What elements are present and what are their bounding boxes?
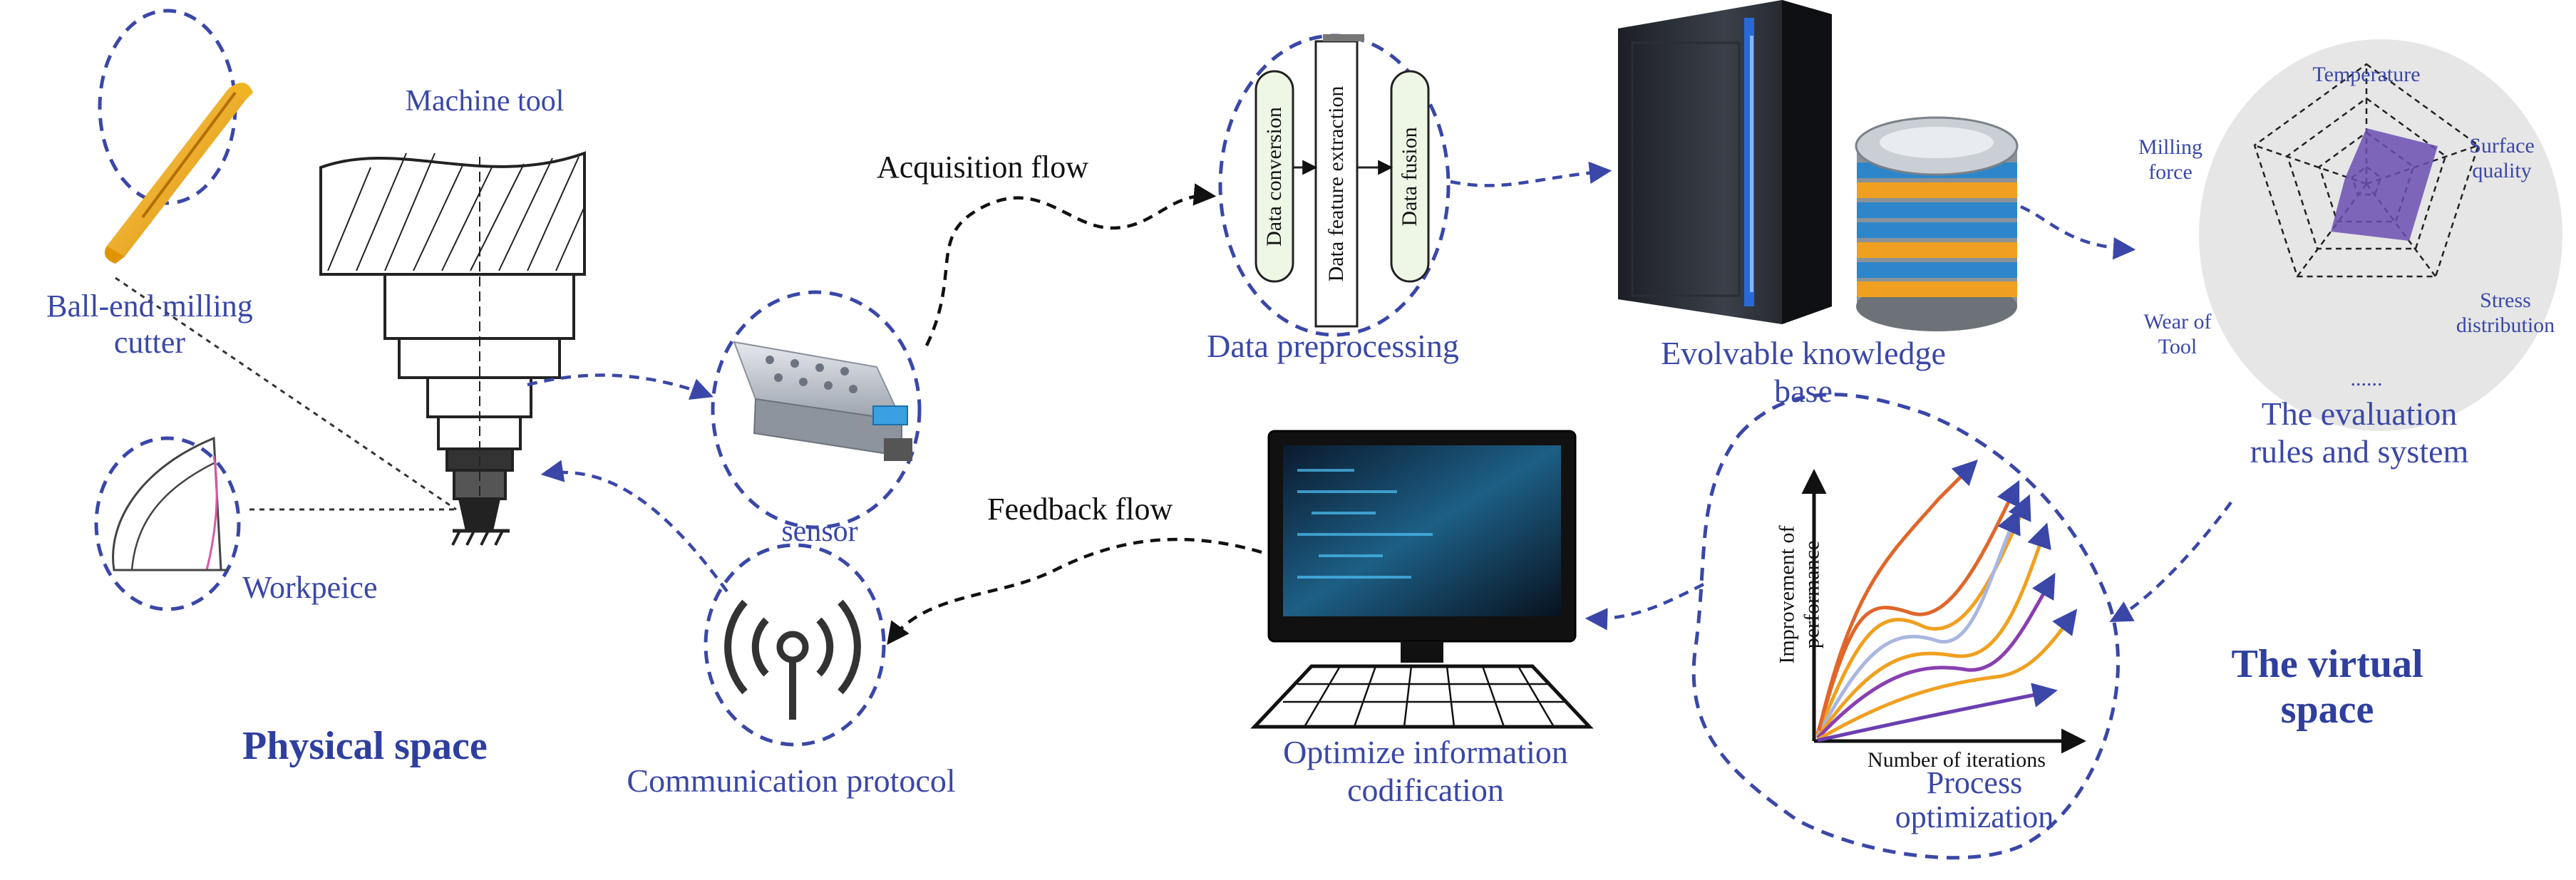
- feedback-flow-label: Feedback flow: [987, 492, 1173, 527]
- data-preprocessing-icon: Data conversion Data feature extraction …: [1218, 33, 1451, 337]
- data-conversion-text: Data conversion: [1262, 107, 1286, 247]
- data-fusion-box: [1390, 70, 1430, 283]
- antenna-icon: [704, 543, 886, 747]
- data-feature-box: [1314, 40, 1359, 328]
- optimize-info-label: Optimize information codification: [1283, 734, 1568, 808]
- feedback-flow-arrow: [887, 537, 1262, 646]
- evaluation-to-optimization-link: [2109, 501, 2232, 623]
- physical-space-label: Physical space: [242, 724, 488, 768]
- optimization-to-computer-link: [1585, 582, 1705, 631]
- ball-end-cutter-icon: [98, 9, 253, 264]
- workpiece-label: Workpeice: [242, 570, 378, 605]
- knowledge-base-label: Evolvable knowledge base: [1661, 335, 1946, 409]
- machine-to-sensor-link: [527, 373, 713, 400]
- machine-tool-label: Machine tool: [405, 85, 565, 118]
- cutter-leader-line: [115, 276, 457, 511]
- virtual-space-label: The virtual space: [2231, 642, 2423, 733]
- performance-chart-icon: [1691, 393, 2121, 860]
- radar-surface-quality-label: Surface quality: [2469, 134, 2535, 182]
- computer-monitor-icon: [1267, 430, 1577, 663]
- antenna-to-machine-link: [540, 460, 728, 593]
- radar-temperature-label: Temperature: [2312, 63, 2421, 86]
- communication-label: Communication protocol: [627, 762, 956, 799]
- preprocessing-to-knowledge-link: [1450, 161, 1612, 187]
- radar-more-label: ......: [2350, 367, 2383, 390]
- data-preprocessing-label: Data preprocessing: [1207, 328, 1459, 364]
- ball-end-cutter-label: Ball-end milling cutter: [46, 289, 253, 360]
- process-optimization-label: Process optimization: [1895, 765, 2054, 835]
- radar-stress-label: Stress distribution: [2456, 289, 2555, 337]
- database-icon: [1855, 116, 2019, 331]
- radar-milling-force-label: Milling force: [2138, 135, 2203, 184]
- radar-chart-icon: [2199, 39, 2562, 431]
- sensor-icon: [711, 290, 922, 529]
- acquisition-flow-label: Acquisition flow: [877, 150, 1088, 185]
- data-conversion-box: [1254, 70, 1294, 283]
- radar-wear-label: Wear of Tool: [2143, 310, 2212, 358]
- evaluation-label: The evaluation rules and system: [2250, 395, 2469, 470]
- sensor-label: sensor: [781, 515, 858, 548]
- machine-hatch: [327, 152, 585, 271]
- server-tower-icon: [1618, 0, 1832, 324]
- acquisition-flow-arrow: [924, 183, 1217, 346]
- keyboard-icon: [1250, 664, 1594, 729]
- data-fusion-text: Data fusion: [1398, 127, 1421, 226]
- chart-x-axis-label: Number of iterations: [1867, 748, 2046, 772]
- workpiece-icon: [94, 436, 241, 611]
- data-feature-extraction-text: Data feature extraction: [1324, 86, 1348, 282]
- chart-y-axis-label: Improvement of performance: [1775, 525, 1824, 664]
- machine-tool-icon: [319, 151, 586, 546]
- knowledge-to-evaluation-link: [2020, 205, 2136, 260]
